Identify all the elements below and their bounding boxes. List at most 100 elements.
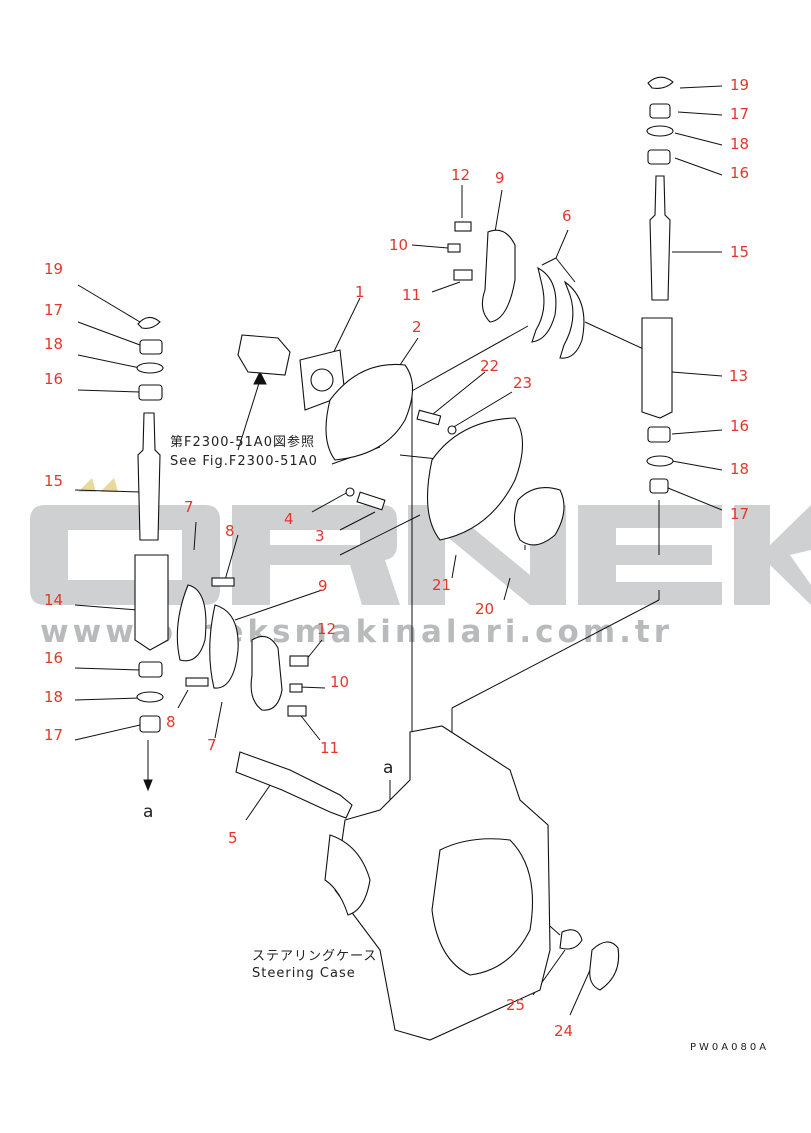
part-16-bearing-left-bottom — [138, 661, 163, 678]
part-18-washer-left-top — [136, 362, 164, 374]
coupling-reference — [237, 334, 291, 376]
part-number-label: 15 — [44, 472, 63, 490]
part-number-label: 25 — [506, 996, 525, 1014]
part-16-bearing-left-top — [138, 384, 163, 401]
part-number-label: 17 — [44, 726, 63, 744]
part-number-label: 19 — [44, 260, 63, 278]
part-18-washer-right-bottom — [646, 455, 674, 467]
part-number-label: 23 — [513, 374, 532, 392]
part-number-label: 14 — [44, 591, 63, 609]
part-number-label: 16 — [44, 649, 63, 667]
part-number-label: 12 — [451, 166, 470, 184]
part-17-bearing-right-bottom — [649, 478, 669, 494]
part-15-shaft-left — [137, 412, 161, 541]
part-18-washer-right-top — [646, 125, 674, 137]
part-number-label: 17 — [730, 505, 749, 523]
part-number-label: 8 — [225, 522, 235, 540]
part-8-bolt-bottom — [185, 677, 209, 687]
part-17-bearing-left-bottom — [139, 715, 161, 733]
part-17-bearing-left-top — [139, 339, 163, 355]
part-number-label: 7 — [184, 498, 194, 516]
part-number-label: 11 — [320, 739, 339, 757]
part-12-pin-mid — [289, 655, 309, 667]
reference-jp: 第F2300-51A0図参照 — [170, 434, 315, 450]
part-number-label: 21 — [432, 576, 451, 594]
case-label-en: Steering Case — [252, 966, 356, 981]
steering-case-bore — [431, 838, 533, 976]
part-number-label: 18 — [44, 335, 63, 353]
part-7-plate-right — [209, 604, 239, 689]
part-20-hub — [513, 487, 565, 546]
part-13-lever-right — [641, 317, 673, 419]
part-number-label: 18 — [730, 460, 749, 478]
part-number-labels: 1 2 3 4 5 6 7 7 8 8 9 9 10 10 11 11 12 1… — [44, 76, 749, 1040]
part-number-label: 5 — [228, 829, 238, 847]
part-11-pin-mid — [287, 705, 307, 717]
part-number-label: 16 — [730, 417, 749, 435]
part-4-washer — [345, 487, 355, 497]
part-6-brake-shoe-a — [531, 266, 557, 343]
steering-case-rib — [324, 834, 371, 916]
part-24-seal — [589, 941, 620, 991]
part-14-lever-left — [134, 554, 169, 651]
part-15-shaft-right — [649, 175, 671, 301]
reference-en: See Fig.F2300-51A0 — [170, 454, 318, 469]
part-21-brake-disc — [426, 417, 523, 541]
part-number-label: 17 — [44, 301, 63, 319]
diagram-code: PW0A080A — [690, 1042, 769, 1053]
part-number-label: 24 — [554, 1022, 573, 1040]
part-17-bearing-right-top — [649, 103, 671, 119]
case-label-jp: ステアリングケース — [252, 949, 377, 964]
part-9-lever-top — [481, 229, 516, 323]
part-number-label: 8 — [166, 713, 176, 731]
part-9-lever-mid — [250, 635, 283, 711]
part-number-label: 11 — [402, 286, 421, 304]
part-number-label: 22 — [480, 357, 499, 375]
part-10-pin-top — [447, 243, 461, 253]
part-3-bolt — [356, 491, 386, 511]
watermark-letter-e — [578, 505, 722, 605]
part-8-bolt-top — [211, 577, 235, 587]
part-number-label: 13 — [729, 367, 748, 385]
part-number-label: 18 — [730, 135, 749, 153]
part-7-plate-left — [176, 584, 207, 662]
part-number-label: 9 — [495, 169, 505, 187]
part-number-label: 16 — [44, 370, 63, 388]
part-number-label: 9 — [318, 577, 328, 595]
part-5-shaft — [235, 751, 353, 819]
part-number-label: 20 — [475, 600, 494, 618]
watermark-letter-r — [232, 505, 400, 605]
part-22-bolt — [416, 409, 442, 426]
watermark-letter-k — [734, 505, 811, 605]
part-number-label: 7 — [207, 736, 217, 754]
part-12-pin-top — [454, 221, 472, 232]
part-19-snap-ring-right — [647, 76, 674, 89]
part-16-bearing-right-bottom — [647, 426, 671, 443]
part-23-washer — [447, 425, 457, 435]
part-16-bearing-right-top — [647, 149, 671, 165]
part-number-label: 10 — [330, 673, 349, 691]
part-18-washer-left-bottom — [136, 691, 164, 703]
view-mark-a-bottom: a — [143, 802, 154, 822]
part-number-label: 1 — [355, 283, 365, 301]
part-25-snap-ring — [559, 929, 583, 950]
reference-text: 第F2300-51A0図参照 See Fig.F2300-51A0 ステアリング… — [143, 434, 769, 1053]
view-mark-a-case: a — [383, 758, 394, 778]
part-number-label: 15 — [730, 243, 749, 261]
part-11-pin-top — [453, 269, 473, 281]
part-19-snap-ring-left — [137, 316, 161, 329]
part-number-label: 10 — [389, 236, 408, 254]
watermark-letter-o — [30, 505, 220, 605]
part-2-brake-disc — [325, 363, 414, 461]
part-10-pin-mid — [289, 683, 303, 693]
part-number-label: 17 — [730, 105, 749, 123]
part-number-label: 6 — [562, 207, 572, 225]
part-number-label: 3 — [315, 527, 325, 545]
part-number-label: 18 — [44, 688, 63, 706]
part-number-label: 2 — [412, 318, 422, 336]
part-number-label: 19 — [730, 76, 749, 94]
part-number-label: 16 — [730, 164, 749, 182]
part-6-brake-shoe-b — [559, 280, 585, 359]
